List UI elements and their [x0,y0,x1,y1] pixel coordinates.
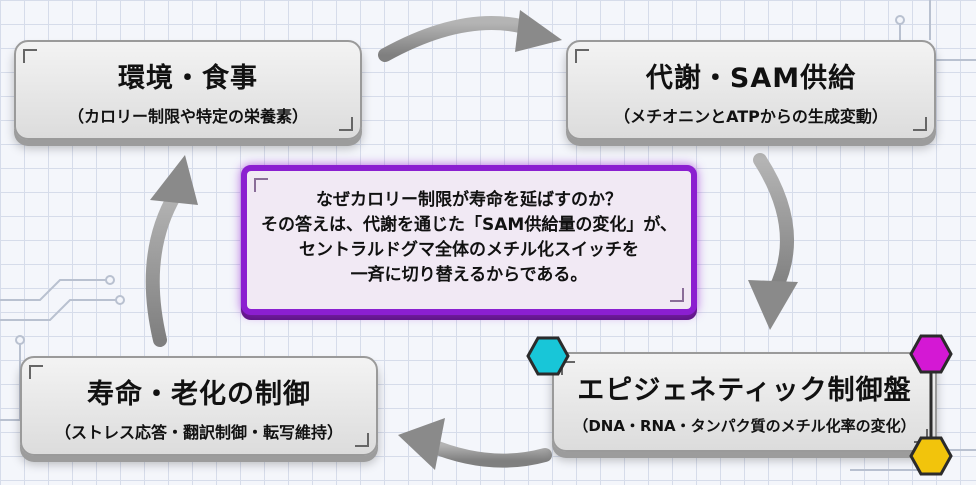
corner-bracket [355,433,369,447]
center-line-2: その答えは、代謝を通じた「SAM供給量の変化」が、 [261,215,677,235]
arrow-diet-to-metabolism [378,10,562,62]
node-metabolism-title: 代謝・SAM供給 [645,63,857,94]
corner-bracket [254,178,268,192]
node-longevity-title: 寿命・老化の制御 [87,379,311,410]
node-epigenetic: エピジェネティック制御盤 （DNA・RNA・タンパク質のメチル化率の変化） [552,352,937,452]
corner-bracket [23,49,37,63]
node-diet: 環境・食事 （カロリー制限や特定の栄養素） [14,40,362,140]
node-diet-subtitle: （カロリー制限や特定の栄養素） [67,107,308,126]
node-epigenetic-subtitle: （DNA・RNA・タンパク質のメチル化率の変化） [573,417,916,435]
hexagon-magenta-icon [909,334,953,374]
node-longevity: 寿命・老化の制御 （ストレス応答・翻訳制御・転写維持） [20,356,378,456]
node-metabolism-subtitle: （メチオニンとATPからの生成変動） [614,107,888,126]
corner-bracket [575,49,589,63]
center-line-1: なぜカロリー制限が寿命を延ばすのか？ [316,190,622,210]
center-line-4: 一斉に切り替えるからである。 [350,265,588,285]
arrow-metabolism-to-epigenetic [748,153,798,330]
corner-bracket [670,288,684,302]
corner-bracket [913,117,927,131]
center-line-3: セントラルドグマ全体のメチル化スイッチを [299,240,639,260]
arrow-epigenetic-to-longevity [398,418,552,470]
node-epigenetic-title: エピジェネティック制御盤 [577,375,912,406]
hexagon-yellow-icon [909,436,953,476]
corner-bracket [339,117,353,131]
arrow-longevity-to-diet [145,155,198,347]
node-diet-title: 環境・食事 [118,63,258,94]
node-metabolism: 代謝・SAM供給 （メチオニンとATPからの生成変動） [566,40,936,140]
hexagon-cyan-icon [526,336,570,376]
node-longevity-subtitle: （ストレス応答・翻訳制御・転写維持） [54,423,343,442]
center-explanation-box: なぜカロリー制限が寿命を延ばすのか？ その答えは、代謝を通じた「SAM供給量の変… [241,165,697,315]
corner-bracket [29,365,43,379]
